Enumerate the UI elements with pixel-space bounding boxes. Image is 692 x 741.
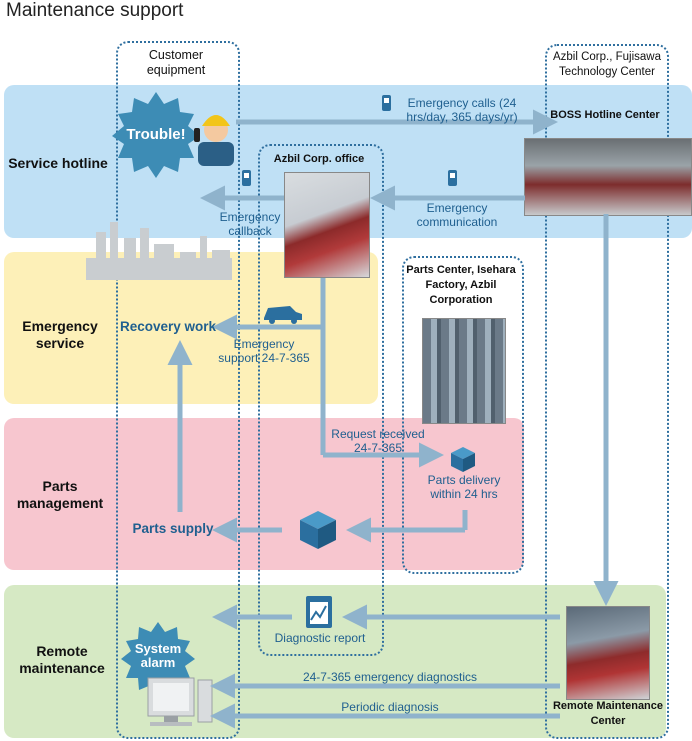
- boss-hotline-photo: [524, 138, 692, 216]
- parts-supply-label: Parts supply: [132, 521, 214, 536]
- parts-center-header: Parts Center, Isehara Factory, Azbil Cor…: [406, 264, 516, 306]
- row-label-emergency-service: Emergency service: [22, 318, 98, 351]
- emergency-calls-label: Emergency calls (24 hrs/day, 365 days/yr…: [406, 96, 518, 124]
- periodic-diagnosis-label: Periodic diagnosis: [341, 700, 439, 714]
- diagnostic-report-icon: [306, 596, 332, 628]
- office-frame: [258, 144, 384, 656]
- phone-icon: [382, 95, 391, 111]
- parts-center-frame: [402, 256, 524, 574]
- request-received-label: Request received 24-7-365: [331, 427, 425, 455]
- remote-center-label: Remote Maintenance Center: [552, 700, 664, 727]
- fujisawa-frame: [545, 44, 669, 739]
- trouble-burst-icon: [112, 92, 200, 178]
- system-alarm-label: System alarm: [134, 641, 182, 670]
- parts-delivery-label: Parts delivery within 24 hrs: [427, 473, 501, 501]
- emergency-communication-label: Emergency communication: [416, 201, 498, 229]
- diagnostic-report-label: Diagnostic report: [274, 631, 366, 645]
- worker-icon: [194, 115, 234, 166]
- phone-icon: [242, 170, 251, 186]
- row-label-remote-maintenance: Remote maintenance: [19, 643, 105, 676]
- band-remote-maintenance: [4, 585, 666, 738]
- parts-box-icon: [451, 447, 475, 472]
- emergency-diagnostics-label: 24-7-365 emergency diagnostics: [302, 670, 478, 684]
- phone-icon: [448, 170, 457, 186]
- boss-center-label: BOSS Hotline Center: [550, 109, 660, 121]
- recovery-work-label: Recovery work: [119, 319, 217, 334]
- customer-equipment-header: Customer equipment: [146, 48, 206, 77]
- emergency-support-label: Emergency support 24-7-365: [218, 337, 310, 365]
- office-operator-photo: [284, 172, 370, 278]
- computer-icon: [147, 677, 213, 726]
- car-icon: [264, 306, 302, 324]
- row-label-service-hotline: Service hotline: [8, 155, 108, 171]
- row-label-parts-management: Parts management: [16, 478, 104, 511]
- trouble-label: Trouble!: [126, 126, 186, 143]
- parts-box-icon: [300, 511, 336, 549]
- factory-icon: [86, 222, 232, 280]
- office-header: Azbil Corp. office: [273, 153, 365, 165]
- system-alarm-burst-icon: [121, 622, 195, 695]
- remote-center-photo: [566, 606, 650, 700]
- parts-center-photo: [422, 318, 506, 424]
- page-title: Maintenance support: [6, 0, 184, 21]
- customer-equipment-frame: [116, 41, 240, 739]
- emergency-callback-label: Emergency callback: [219, 210, 281, 238]
- flow-arrows: [167, 109, 619, 729]
- fujisawa-header: Azbil Corp., Fujisawa Technology Center: [552, 51, 661, 78]
